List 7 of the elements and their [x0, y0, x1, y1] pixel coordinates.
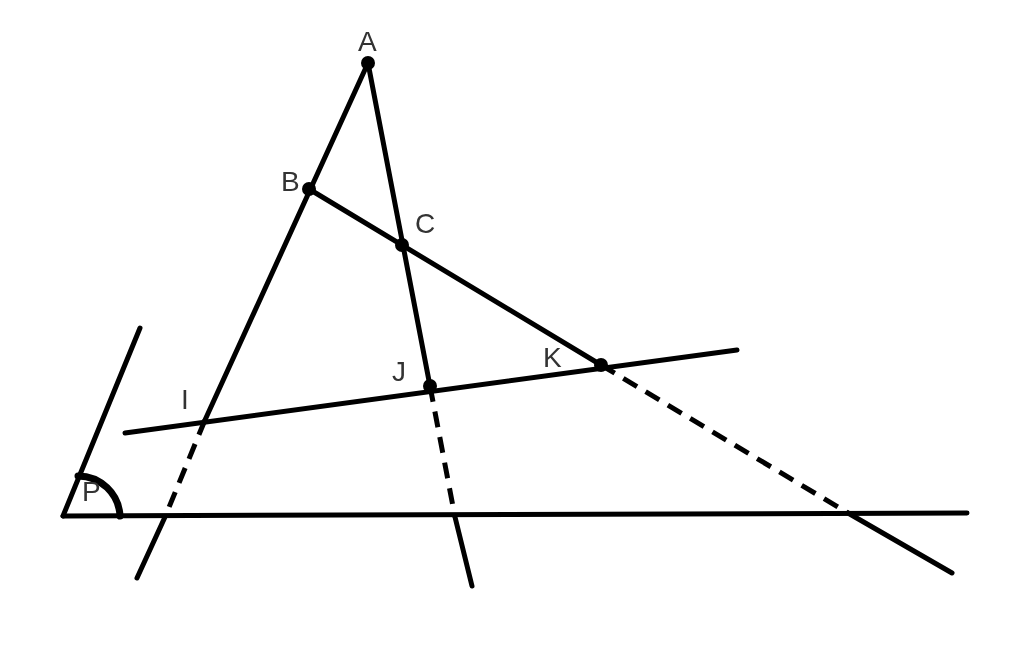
point-label: B — [281, 168, 300, 196]
point-label: P — [82, 478, 101, 506]
point-label: C — [415, 210, 436, 238]
point-label: J — [392, 358, 406, 386]
point-label: K — [543, 344, 562, 372]
point-label: I — [181, 386, 189, 414]
point-label: A — [358, 28, 377, 56]
